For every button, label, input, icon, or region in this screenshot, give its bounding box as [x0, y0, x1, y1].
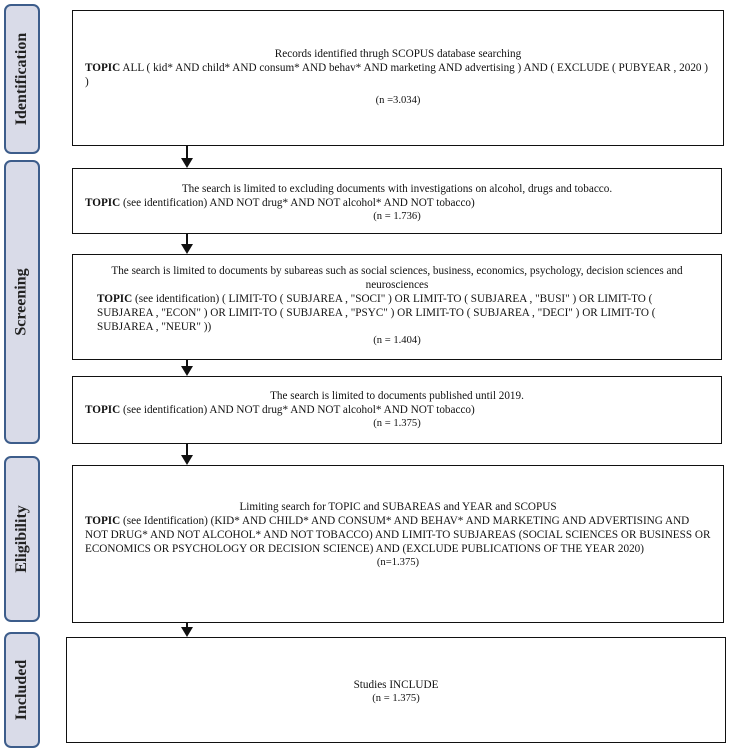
- box-heading: The search is limited to excluding docum…: [181, 183, 613, 195]
- record-count: (n =3.034): [375, 95, 421, 106]
- box-heading: Records identified thrugh SCOPUS databas…: [274, 48, 522, 60]
- box-heading: Limiting search for TOPIC and SUBAREAS a…: [239, 501, 557, 513]
- screening-exclusion-box: The search is limited to excluding docum…: [72, 168, 722, 234]
- included-box: Studies INCLUDE (n = 1.375): [66, 637, 726, 743]
- stage-label: Eligibility: [13, 505, 31, 573]
- record-count: (n = 1.404): [373, 335, 421, 346]
- stage-included: Included: [4, 632, 40, 748]
- screening-year-box: The search is limited to documents publi…: [72, 376, 722, 444]
- record-count: (n = 1.375): [373, 418, 421, 429]
- query-text: (see identification) ( LIMIT-TO ( SUBJAR…: [97, 293, 656, 333]
- stage-label: Included: [13, 659, 30, 721]
- box-query: TOPIC (see identification) AND NOT drug*…: [85, 403, 709, 417]
- topic-keyword: TOPIC: [85, 62, 121, 74]
- box-query: TOPIC ALL ( kid* AND child* AND consum* …: [85, 61, 711, 89]
- topic-keyword: TOPIC: [97, 293, 133, 305]
- topic-keyword: TOPIC: [85, 515, 121, 527]
- stage-label: Screening: [13, 268, 31, 336]
- topic-keyword: TOPIC: [85, 197, 121, 209]
- screening-subarea-box: The search is limited to documents by su…: [72, 254, 722, 360]
- box-heading: Studies INCLUDE: [353, 679, 439, 691]
- stage-screening: Screening: [4, 160, 40, 444]
- identification-box: Records identified thrugh SCOPUS databas…: [72, 10, 724, 146]
- stage-label: Identification: [13, 32, 31, 126]
- stage-eligibility: Eligibility: [4, 456, 40, 622]
- box-heading: The search is limited to documents by su…: [111, 265, 683, 291]
- query-text: (see identification) AND NOT drug* AND N…: [120, 404, 475, 416]
- stage-identification: Identification: [4, 4, 40, 154]
- box-query: TOPIC (see identification) AND NOT drug*…: [85, 196, 709, 210]
- record-count: (n = 1.375): [372, 693, 420, 704]
- box-query: TOPIC (see identification) ( LIMIT-TO ( …: [85, 292, 709, 334]
- box-heading: The search is limited to documents publi…: [270, 390, 524, 402]
- box-query: TOPIC (see Identification) (KID* AND CHI…: [85, 514, 711, 556]
- record-count: (n=1.375): [376, 557, 420, 568]
- eligibility-box: Limiting search for TOPIC and SUBAREAS a…: [72, 465, 724, 623]
- record-count: (n = 1.736): [373, 211, 421, 222]
- query-text: (see identification) AND NOT drug* AND N…: [120, 197, 475, 209]
- query-text: ALL ( kid* AND child* AND consum* AND be…: [85, 62, 709, 88]
- query-text: (see Identification) (KID* AND CHILD* AN…: [85, 515, 711, 555]
- topic-keyword: TOPIC: [85, 404, 121, 416]
